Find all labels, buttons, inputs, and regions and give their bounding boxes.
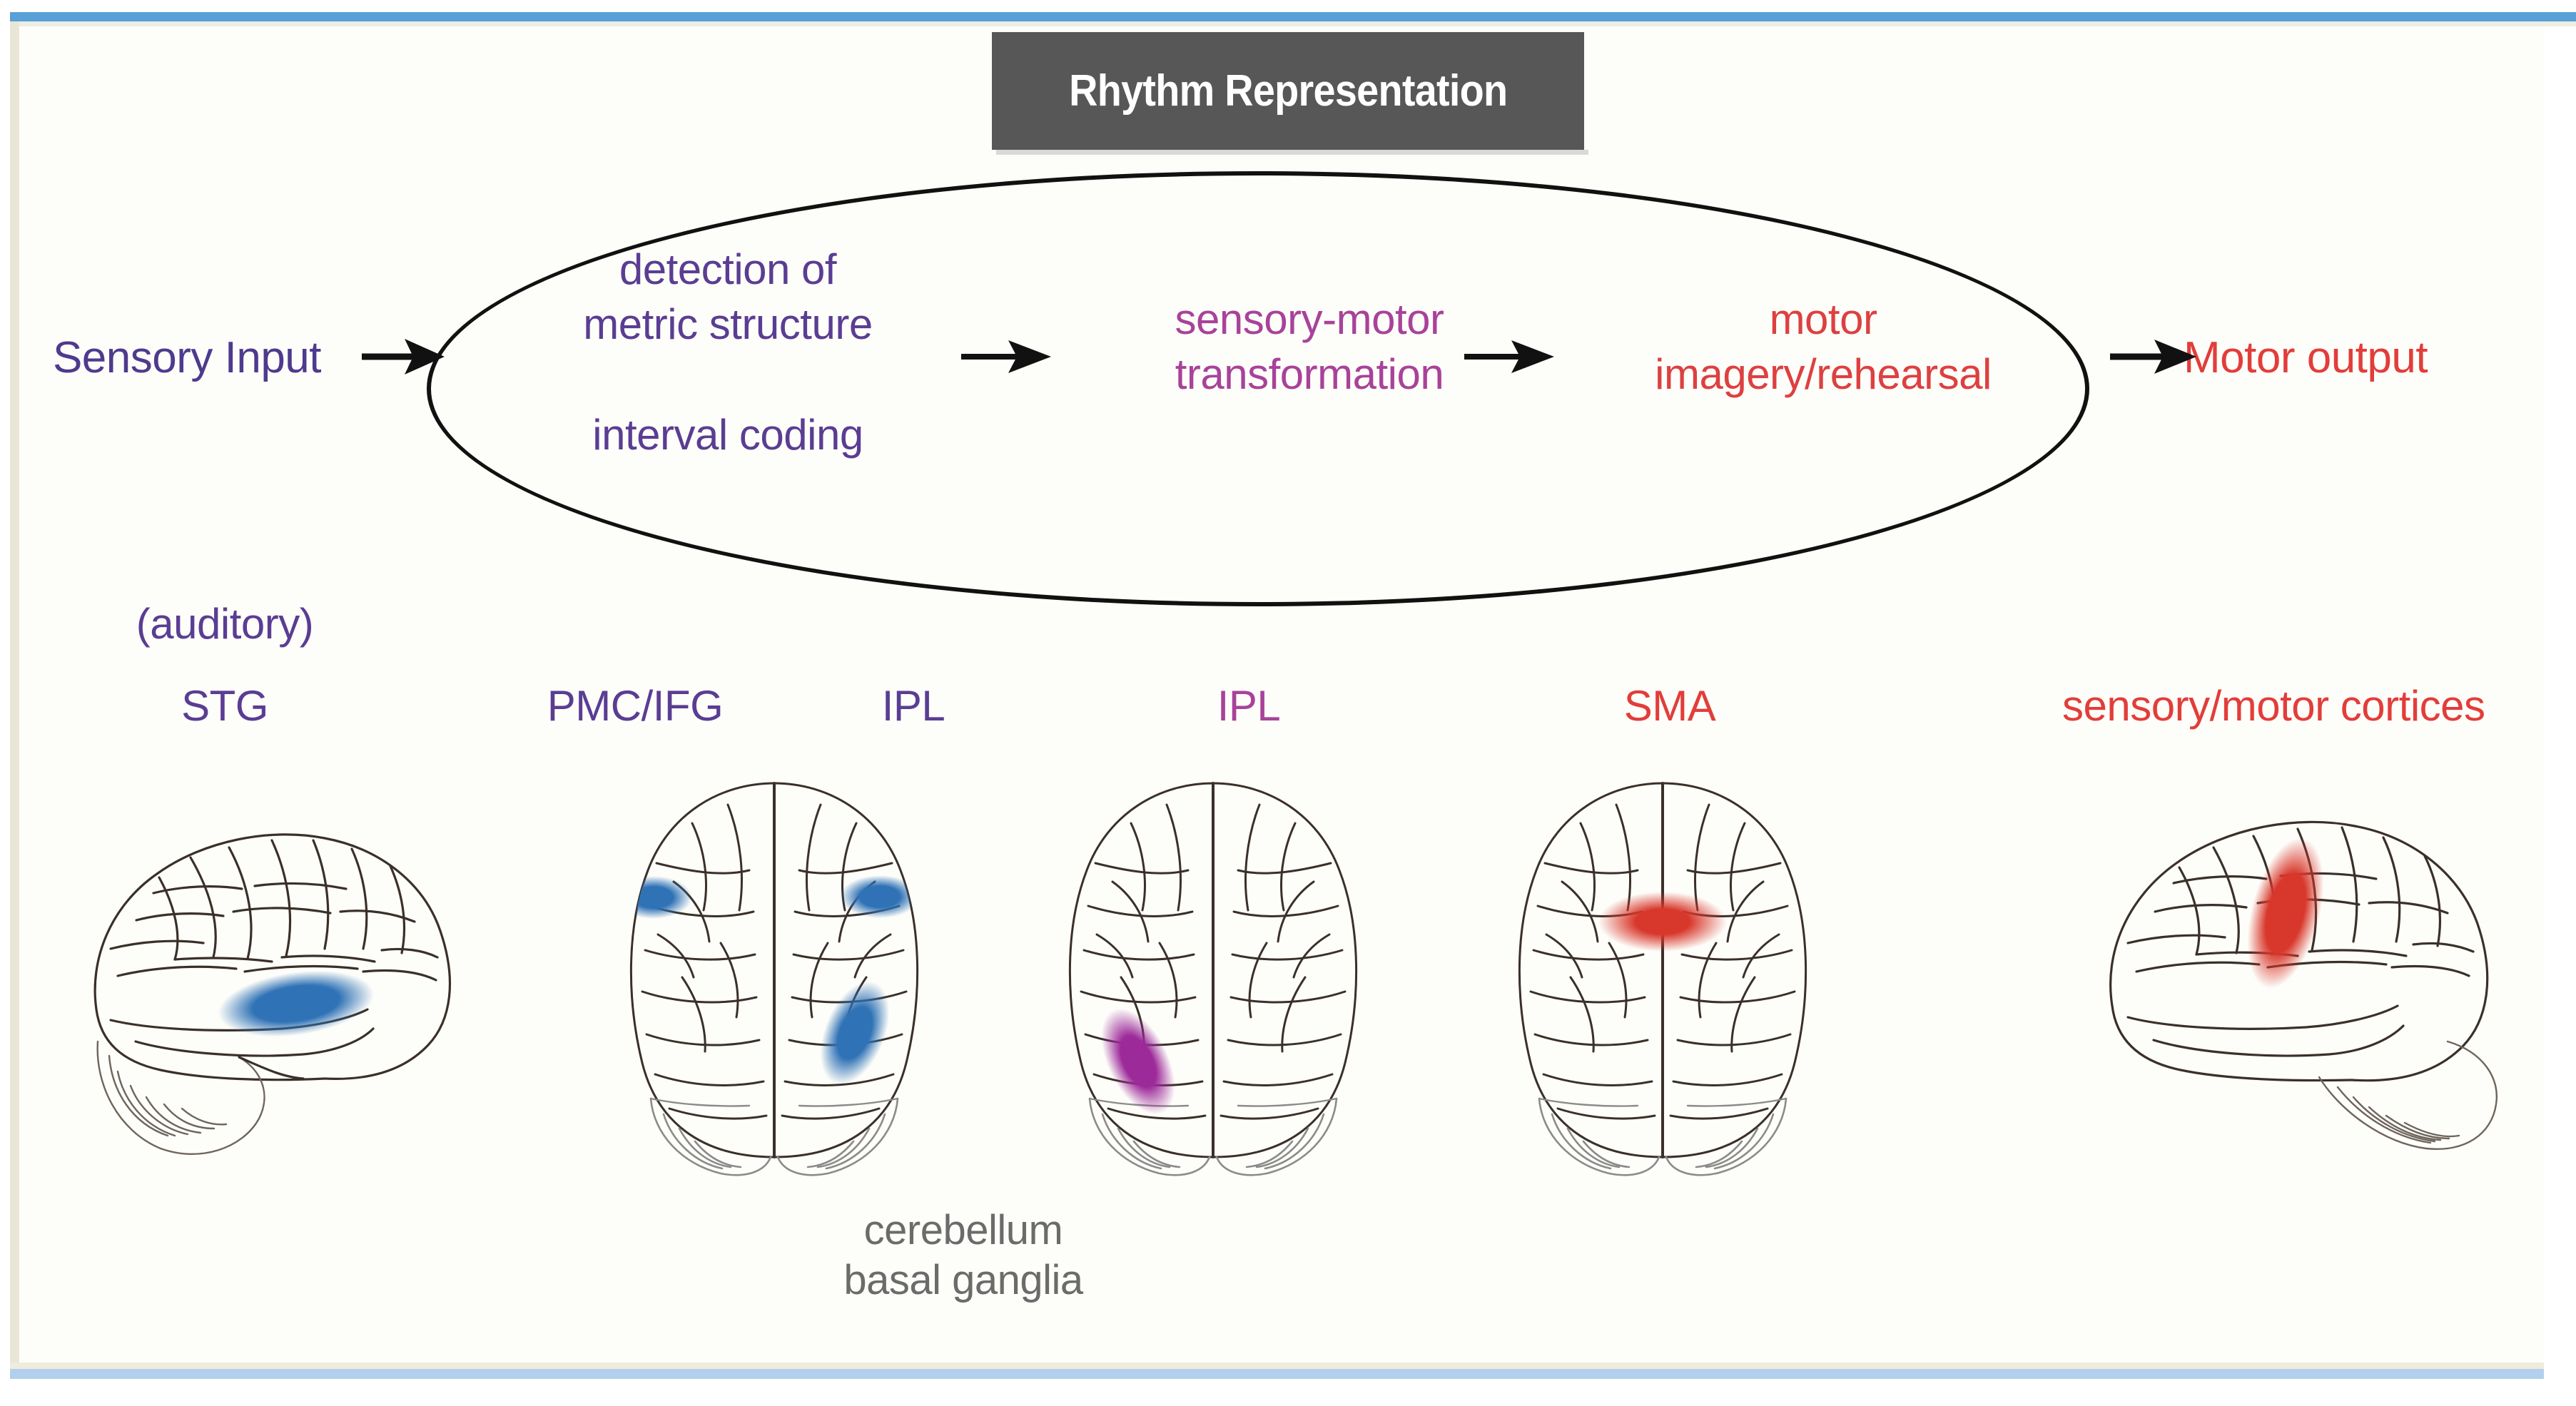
- stage-detection-line1: detection of: [619, 245, 837, 293]
- stage-imagery-line1: motor: [1769, 295, 1877, 343]
- subcortical-line2: basal ganglia: [843, 1256, 1083, 1303]
- bottom-accent-bar-tan: [10, 1362, 2544, 1369]
- region-label-sma: SMA: [1623, 682, 1716, 730]
- arrow-input-to-ellipse: [362, 339, 445, 375]
- title-box-shadow: [996, 150, 1588, 155]
- activation-blob-pmc-left: [631, 876, 692, 919]
- brain-lateral-stg: [93, 833, 451, 1155]
- stage-transformation-line1: sensory-motor: [1175, 295, 1444, 343]
- sensory-input-label: Sensory Input: [52, 333, 322, 382]
- activation-blob-sma: [1598, 892, 1727, 952]
- arrow-transformation-to-imagery: [1464, 340, 1554, 373]
- activation-blob-sensorimotor: [2247, 837, 2324, 989]
- motor-output-label: Motor output: [2184, 333, 2428, 382]
- stage-imagery-label: motor imagery/rehearsal: [1581, 292, 2066, 402]
- region-label-sensory-motor-cortices: sensory/motor cortices: [2062, 682, 2485, 730]
- activation-blob-pmc-right: [840, 875, 918, 918]
- subcortical-line1: cerebellum: [863, 1207, 1063, 1253]
- region-label-ipl-mid: IPL: [1217, 682, 1281, 730]
- brain-dorsal-ipl: [1068, 782, 1358, 1176]
- region-label-stg: STG: [181, 682, 268, 730]
- page-title: Rhythm Representation: [1068, 66, 1508, 116]
- region-label-auditory: (auditory): [136, 600, 314, 648]
- stage-detection-label: detection of metric structure: [549, 243, 906, 352]
- top-accent-bar-shadow: [10, 21, 2576, 26]
- stage-interval-coding-label: interval coding: [592, 411, 863, 459]
- activation-blob-ipl-right: [820, 981, 890, 1085]
- left-accent-bar: [10, 21, 19, 1362]
- arrow-ellipse-to-output: [2110, 340, 2196, 374]
- brain-dorsal-sma: [1518, 782, 1807, 1176]
- brain-lateral-sensorimotor: [2109, 820, 2498, 1151]
- top-accent-bar: [10, 12, 2576, 21]
- title-box: Rhythm Representation: [992, 32, 1584, 150]
- stage-transformation-line2: transformation: [1175, 350, 1444, 398]
- region-label-ipl-left: IPL: [881, 682, 945, 730]
- region-label-pmc-ifg: PMC/IFG: [547, 682, 724, 730]
- activation-blob-stg: [218, 970, 375, 1037]
- rhythm-representation-ellipse: [427, 171, 2089, 606]
- activation-blob-ipl-left: [1101, 1008, 1175, 1115]
- subcortical-structures-label: cerebellum basal ganglia: [714, 1206, 1213, 1305]
- bottom-accent-bar: [10, 1369, 2544, 1379]
- stage-detection-line2: metric structure: [583, 300, 873, 348]
- stage-imagery-line2: imagery/rehearsal: [1655, 350, 1992, 398]
- stage-transformation-label: sensory-motor transformation: [1099, 292, 1520, 402]
- brain-dorsal-pmc-ipl: [629, 782, 919, 1176]
- arrow-detection-to-transformation: [961, 340, 1051, 373]
